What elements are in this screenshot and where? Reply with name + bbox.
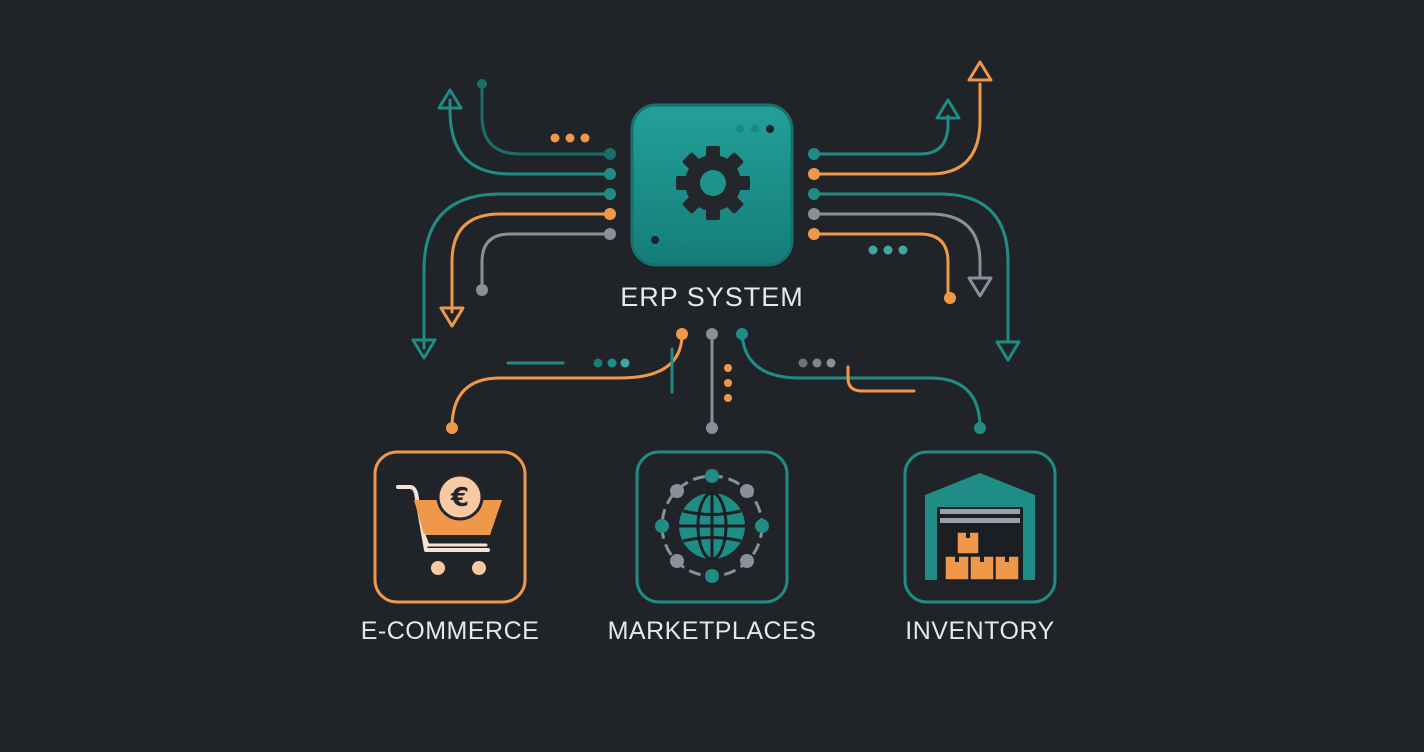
euro-icon: € xyxy=(450,483,469,513)
left-connectors xyxy=(422,82,612,350)
inventory-node xyxy=(903,450,1057,604)
arrow-down-icon xyxy=(439,306,465,328)
bottom-connectors xyxy=(450,332,982,430)
left-connector-dots xyxy=(476,79,616,296)
bottom-connector-dots xyxy=(446,328,986,434)
arrow-down-icon xyxy=(411,338,437,360)
right-arrowheads xyxy=(935,60,1021,362)
arrow-down-icon xyxy=(967,276,993,298)
gear-icon xyxy=(676,146,750,220)
arrow-up-icon xyxy=(437,88,463,110)
arrow-up-icon xyxy=(967,60,993,82)
arrow-up-icon xyxy=(935,98,961,120)
ecommerce-label: E-COMMERCE xyxy=(360,617,540,645)
globe-network-icon xyxy=(655,469,769,583)
left-arrowheads xyxy=(411,88,465,360)
shopping-cart-euro-icon: € xyxy=(396,473,502,575)
warehouse-boxes-icon xyxy=(925,473,1035,581)
right-connectors xyxy=(812,82,1010,342)
hub-label: ERP SYSTEM xyxy=(620,282,804,312)
marketplaces-label: MARKETPLACES xyxy=(607,617,817,645)
erp-hub xyxy=(630,103,794,267)
arrow-down-icon xyxy=(995,340,1021,362)
marketplaces-node xyxy=(635,450,789,604)
right-connector-dots xyxy=(808,148,956,304)
ecommerce-node: € xyxy=(373,450,527,604)
inventory-label: INVENTORY xyxy=(905,617,1055,645)
